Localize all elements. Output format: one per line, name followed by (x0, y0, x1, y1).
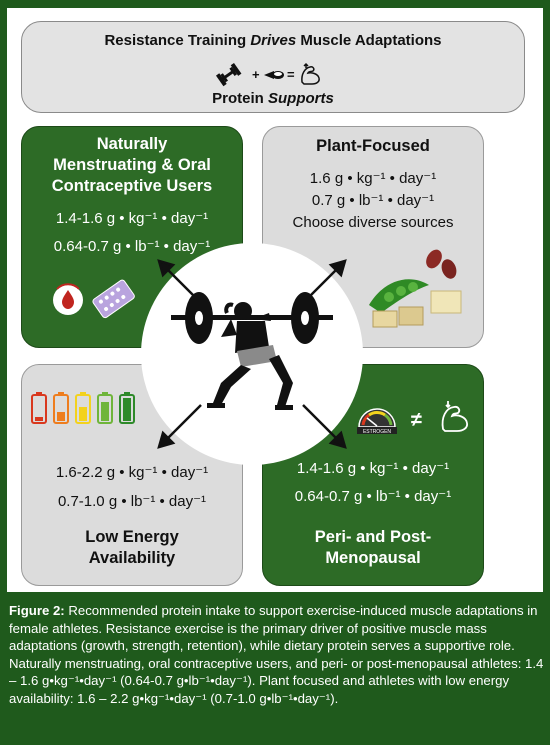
dose-lb: 0.7-1.0 g • lb⁻¹ • day⁻¹ (57, 493, 207, 510)
dose-lb: 0.64-0.7 g • lb⁻¹ • day⁻¹ (294, 488, 452, 505)
flexed-arm-icon (441, 401, 469, 432)
dose-lb: 0.64-0.7 g • lb⁻¹ • day⁻¹ (53, 238, 211, 255)
equals-sign: = (287, 67, 295, 82)
dose-kg: 1.4-1.6 g • kg⁻¹ • day⁻¹ (55, 210, 209, 227)
banner-equation: + = (22, 62, 524, 87)
dose-kg: 1.6 g • kg⁻¹ • day⁻¹ (309, 170, 437, 187)
top-banner: Resistance Training Drives Muscle Adapta… (21, 21, 525, 113)
banner-title: Resistance Training Drives Muscle Adapta… (104, 32, 442, 49)
center-graphic (157, 259, 347, 449)
panel-heading: Naturally Menstruating & Oral Contracept… (51, 135, 213, 195)
figure-caption: Figure 2: Recommended protein intake to … (9, 602, 544, 708)
dumbbell-icon (215, 62, 242, 87)
dose-kg: 1.6-2.2 g • kg⁻¹ • day⁻¹ (55, 464, 209, 481)
menstrual-cycle-icon (53, 283, 83, 315)
plant-protein-foods-icon (369, 249, 462, 328)
diverse-sources-note: Choose diverse sources (292, 214, 454, 231)
weightlifter-icon (171, 292, 333, 410)
caption-text: Recommended protein intake to support ex… (9, 603, 544, 706)
caption-label: Figure 2: (9, 603, 65, 618)
panel-heading: Peri- and Post- Menopausal (314, 528, 432, 567)
svg-text:ESTROGEN: ESTROGEN (363, 429, 391, 435)
banner-subtitle: Protein Supports (212, 90, 334, 107)
panel-heading: Plant-Focused (316, 137, 430, 155)
flexed-arm-icon (301, 62, 320, 85)
panel-heading: Low Energy Availability (85, 528, 179, 567)
dose-kg: 1.4-1.6 g • kg⁻¹ • day⁻¹ (296, 460, 450, 477)
battery-levels-icon (31, 392, 135, 424)
direction-arrows (157, 259, 347, 449)
contraceptive-pill-pack-icon (92, 279, 135, 319)
protein-scoop-icon (264, 71, 284, 79)
estrogen-gauge-icon: ESTROGEN (357, 408, 397, 435)
not-equal-sign: ≠ (411, 409, 422, 431)
plus-sign: + (252, 67, 260, 82)
dose-lb: 0.7 g • lb⁻¹ • day⁻¹ (311, 192, 435, 209)
